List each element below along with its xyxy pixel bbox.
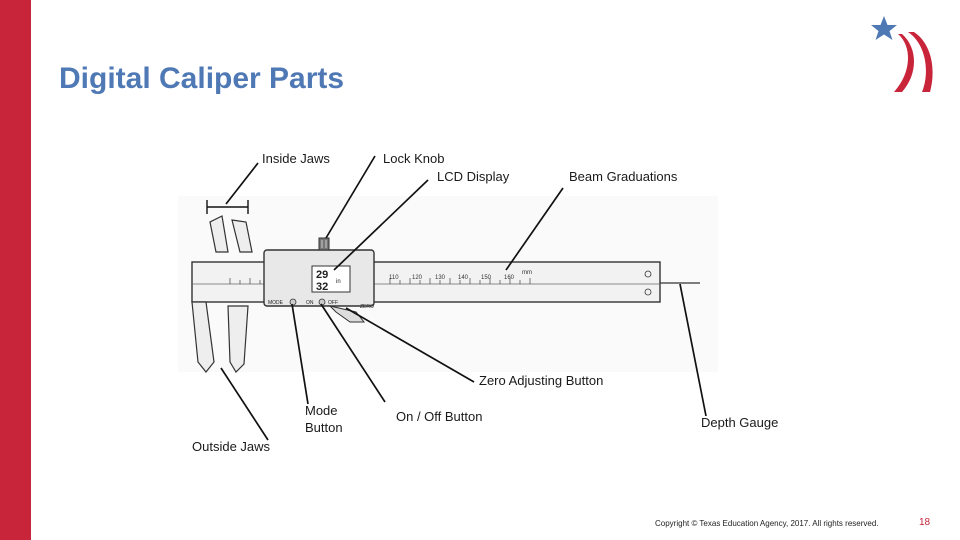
off-button-text: OFF [328, 300, 338, 306]
caliper-beam [191, 261, 661, 303]
label-mode-button: Mode Button [305, 403, 343, 435]
scale-mark-0: 110 [389, 275, 399, 281]
lcd-reading-top: 29 [316, 269, 328, 281]
lcd-display [311, 265, 351, 293]
mode-button-icon [289, 298, 297, 306]
leader-outside-jaws [220, 367, 269, 441]
label-lcd-display: LCD Display [437, 169, 510, 184]
mode-button-text: MODE [268, 300, 284, 306]
beam-graduations [229, 278, 531, 284]
leader-lcd-display [333, 179, 429, 271]
leader-lock-knob [325, 155, 376, 239]
leader-zero-adjusting [345, 307, 475, 383]
page-number: 18 [919, 517, 931, 528]
leader-mode-button [291, 303, 309, 405]
outside-jaws [191, 301, 249, 373]
scale-mark-1: 120 [412, 275, 423, 281]
lcd-unit: in [336, 279, 341, 285]
lock-knob [318, 237, 330, 251]
logo-star-icon [871, 16, 897, 40]
inside-jaws [206, 200, 253, 253]
scale-mark-3: 140 [458, 275, 469, 281]
depth-gauge-screw-icon-2 [644, 288, 652, 296]
label-inside-jaws: Inside Jaws [262, 151, 330, 166]
zero-button-text: ZERO [360, 304, 374, 310]
leader-depth-gauge [679, 283, 707, 417]
scale-unit: mm [522, 270, 532, 276]
leader-on-off-button [320, 303, 386, 403]
lcd-reading-bottom: 32 [316, 281, 328, 293]
left-accent-bar [0, 0, 31, 540]
scale-mark-4: 150 [481, 275, 492, 281]
label-lock-knob: Lock Knob [383, 151, 445, 166]
label-outside-jaws: Outside Jaws [192, 439, 271, 454]
slide-title: Digital Caliper Parts [59, 62, 345, 95]
scale-mark-2: 130 [435, 275, 446, 281]
label-depth-gauge: Depth Gauge [701, 415, 779, 430]
depth-gauge-screw-icon [644, 270, 652, 278]
beam-scale-numbers: 110 120 130 140 150 160 mm [389, 270, 532, 281]
leader-lines [220, 155, 707, 441]
leader-inside-jaws [225, 162, 259, 205]
logo-swoosh-outer-icon [908, 32, 933, 92]
on-button-text: ON [306, 300, 314, 306]
star-swoosh-logo-icon [871, 16, 933, 92]
label-beam-graduations: Beam Graduations [569, 169, 678, 184]
label-zero-adjusting-button: Zero Adjusting Button [479, 373, 604, 388]
label-on-off-button: On / Off Button [396, 409, 483, 424]
leader-beam-graduations [505, 187, 564, 271]
footer-copyright: Copyright © Texas Education Agency, 2017… [655, 519, 879, 528]
logo-swoosh-inner-icon [894, 34, 914, 92]
scale-mark-5: 160 [504, 275, 515, 281]
